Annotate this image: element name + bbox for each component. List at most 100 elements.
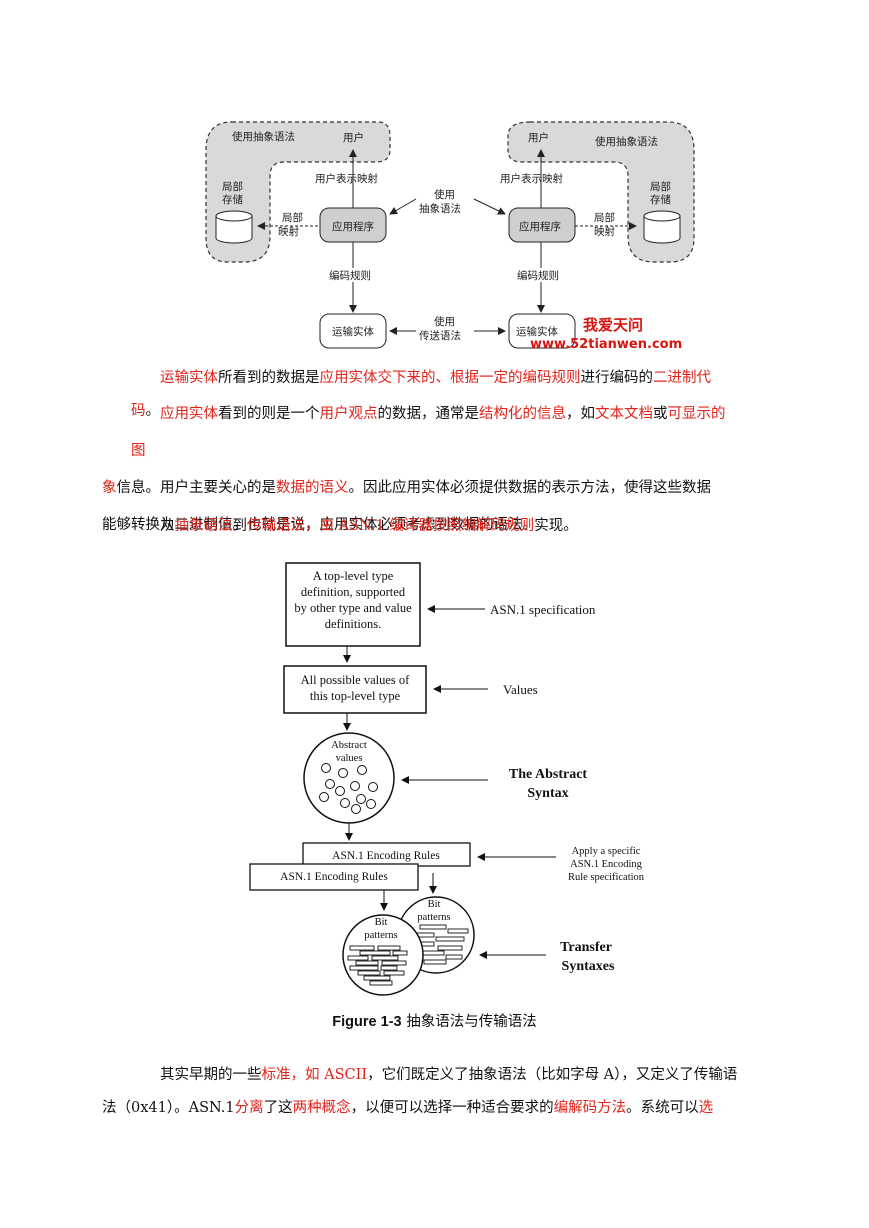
- apply-line1: Apply a specific: [572, 846, 641, 857]
- text-span: 看到的则是一个: [218, 406, 320, 422]
- bit-a-line2: patterns: [364, 930, 397, 941]
- text-span: 传输语法: [247, 518, 305, 534]
- abstract-syntax-line2: Syntax: [527, 786, 568, 801]
- text-span: 应用实体: [160, 406, 218, 422]
- right-storage-label-1: 局部: [650, 180, 671, 193]
- text-span: 应用实体交下来的、根据一定的编码规则: [319, 370, 581, 386]
- text-span: 。系统可以: [626, 1100, 699, 1116]
- text-span: 运输实体: [160, 370, 218, 386]
- paragraph-transport: 运输实体所看到的数据是应用实体交下来的、根据一定的编码规则进行编码的二进制代码。: [131, 362, 739, 428]
- right-local-mapping-1: 局部: [594, 211, 615, 224]
- right-app-label: 应用程序: [519, 220, 561, 233]
- left-transport-label: 运输实体: [332, 325, 374, 338]
- right-storage-cylinder: [643, 210, 681, 244]
- abstract-syntax-line1: The Abstract: [509, 767, 588, 782]
- type-definition-box: [285, 562, 421, 647]
- text-span: ，它们既定义了抽象语法（比如字母 A），又定义了传输语: [367, 1067, 738, 1083]
- text-span: ，以便可以选择一种适合要求的: [350, 1100, 554, 1116]
- paragraph-application: 应用实体看到的则是一个用户观点的数据，通常是结构化的信息，如文本文档或可显示的图…: [102, 396, 739, 544]
- box1-line3: by other type and value: [294, 601, 412, 615]
- figure-title: 抽象语法与传输语法: [406, 1014, 537, 1030]
- mid-bottom-label-1: 使用: [434, 315, 455, 328]
- text-span: 选: [698, 1100, 714, 1116]
- text-span: 文本文档: [595, 406, 653, 422]
- text-span: 到: [232, 518, 248, 534]
- text-span: 可显示的图: [131, 406, 726, 459]
- abstract-transfer-syntax-diagram: A top-level type definition, supported b…: [249, 562, 645, 996]
- text-span: 实现。: [534, 518, 578, 534]
- abstract-value-dots: [319, 763, 378, 814]
- bit-b-line2: patterns: [417, 912, 450, 923]
- mid-top-label-1: 使用: [434, 188, 455, 201]
- bit-pattern-bars-back: [411, 924, 469, 965]
- circle-line2: values: [336, 753, 363, 764]
- left-local-mapping-1: 局部: [282, 211, 303, 224]
- text-span: 所看到的数据是: [218, 370, 320, 386]
- transfer-syntax-line1: Transfer: [560, 940, 612, 955]
- right-transport-box: [508, 313, 576, 349]
- box1-line4: definitions.: [325, 617, 382, 631]
- text-span: 用户观点: [319, 406, 378, 422]
- box2-line2: this top-level type: [310, 689, 401, 703]
- right-encoding-label: 编码规则: [517, 269, 559, 282]
- encoding-rules-box-front: [249, 863, 419, 891]
- text-span: 分离: [234, 1100, 264, 1116]
- right-user-label: 用户: [528, 131, 549, 144]
- text-span: 能够转换为二进制值。也就是说，应用实体必须考虑到数据的语法。: [102, 517, 537, 533]
- text-span: ，由 ASN.1 编译器按照编解码规则: [305, 518, 535, 534]
- values-label: Values: [503, 682, 538, 697]
- text-span: 编解码方法: [553, 1100, 627, 1116]
- text-span: 的数据，通常是: [377, 406, 480, 422]
- presentation-layer-diagram: 使用抽象语法 用户 用户 使用抽象语法 用户表示映射 用户表示映射 局部 存储 …: [205, 121, 695, 352]
- watermark-cn: 我爱天问: [583, 316, 643, 334]
- paragraph-ascii: 其实早期的一些标准，如 ASCII，它们既定义了抽象语法（比如字母 A），又定义…: [102, 1059, 739, 1125]
- box1-line1: A top-level type: [313, 569, 394, 583]
- bit-a-line1: Bit: [375, 917, 388, 928]
- transfer-syntax-line2: Syntaxes: [562, 959, 615, 974]
- right-local-mapping-2: 映射: [594, 225, 615, 238]
- apply-line2: ASN.1 Encoding: [570, 859, 642, 870]
- left-storage-label-2: 存储: [222, 193, 243, 206]
- left-encoding-label: 编码规则: [329, 269, 371, 282]
- watermark-url: www.52tianwen.com: [530, 337, 682, 352]
- paragraph-compiler: 从抽象语法到传输语法，由 ASN.1 编译器按照编解码规则实现。: [131, 510, 739, 543]
- mid-top-label-2: 抽象语法: [419, 202, 461, 215]
- left-app-label: 应用程序: [332, 220, 374, 233]
- left-storage-cylinder: [215, 210, 253, 244]
- left-storage-label-1: 局部: [222, 180, 243, 193]
- text-span: 法（0x41）。ASN.1: [102, 1100, 235, 1116]
- left-transport-box: [319, 313, 387, 349]
- left-abstract-label: 使用抽象语法: [232, 130, 295, 143]
- apply-line3: Rule specification: [568, 872, 645, 883]
- bit-b-line1: Bit: [428, 899, 441, 910]
- right-app-box: [508, 207, 576, 243]
- text-span: ，如: [566, 406, 595, 422]
- box1-line2: definition, supported: [301, 585, 406, 599]
- text-span: 。因此应用实体必须提供数据的表示方法，使得这些数据: [348, 480, 712, 496]
- encoding-rules-front-label: ASN.1 Encoding Rules: [280, 871, 388, 883]
- figure-label: Figure 1-3: [332, 1014, 402, 1030]
- text-span: 其实早期的一些: [160, 1067, 262, 1083]
- text-span: 结构化的信息: [479, 406, 566, 422]
- text-span: 两种概念: [292, 1100, 351, 1116]
- text-span: 象: [102, 480, 117, 496]
- text-span: 了这: [263, 1100, 293, 1116]
- figure-caption: Figure 1-3 抽象语法与传输语法: [0, 1010, 869, 1031]
- bit-pattern-bars-front: [347, 945, 408, 986]
- asn-spec-label: ASN.1 specification: [490, 602, 596, 617]
- box2-line1: All possible values of: [301, 673, 411, 687]
- right-user-mapping: 用户表示映射: [500, 172, 563, 185]
- left-user-mapping: 用户表示映射: [315, 172, 378, 185]
- right-storage-label-2: 存储: [650, 193, 671, 206]
- right-abstract-label: 使用抽象语法: [595, 135, 658, 148]
- right-transport-label: 运输实体: [516, 325, 558, 338]
- circle-line1: Abstract: [331, 740, 367, 751]
- text-span: 或: [653, 406, 668, 422]
- values-box: [283, 665, 427, 714]
- text-span: 二进制代码: [131, 370, 711, 419]
- text-span: 抽象语法: [174, 518, 233, 534]
- left-local-mapping-2: 映射: [278, 225, 299, 238]
- text-span: 。: [145, 403, 161, 419]
- left-user-label: 用户: [343, 131, 364, 144]
- encoding-rules-back-label: ASN.1 Encoding Rules: [332, 850, 440, 862]
